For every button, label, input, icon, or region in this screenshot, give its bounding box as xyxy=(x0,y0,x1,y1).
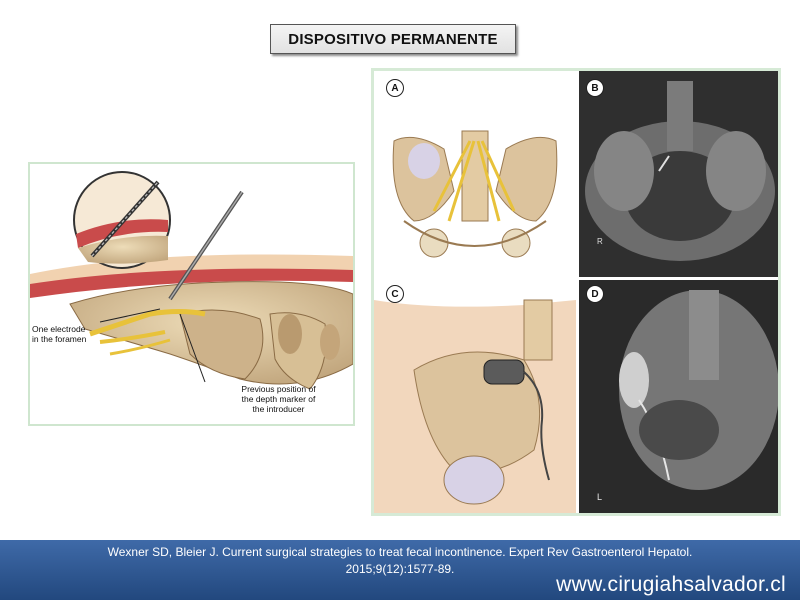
panel-b-xray: R xyxy=(579,71,778,277)
citation: Wexner SD, Bleier J. Current surgical st… xyxy=(0,544,800,578)
xray-d-image xyxy=(579,280,778,513)
implant-figure-panels: R L A B C D xyxy=(371,68,781,516)
xray-d-side-marker: L xyxy=(597,492,603,502)
xray-b-side-marker: R xyxy=(597,237,603,246)
electrode-annotation: One electrode in the foramen xyxy=(32,324,87,344)
website-link[interactable]: www.cirugiahsalvador.cl xyxy=(556,573,786,596)
panel-a-pelvis-illustration xyxy=(374,71,576,277)
depth-marker-annotation: Previous position of the depth marker of… xyxy=(241,384,316,414)
panel-d-label: D xyxy=(586,285,604,303)
slide-title: DISPOSITIVO PERMANENTE xyxy=(270,24,516,54)
citation-line-2: 2015;9(12):1577-89. xyxy=(345,562,455,576)
pelvis-front-drawing xyxy=(392,130,558,258)
footer-bar: Wexner SD, Bleier J. Current surgical st… xyxy=(0,540,800,600)
panel-c-label: C xyxy=(386,285,404,303)
sacrum-cross-section-drawing xyxy=(30,171,353,390)
panel-d-xray: L xyxy=(579,280,778,513)
xray-b-image xyxy=(579,71,778,277)
panel-a-label: A xyxy=(386,79,404,97)
citation-line-1: Wexner SD, Bleier J. Current surgical st… xyxy=(107,545,693,559)
slide-title-text: DISPOSITIVO PERMANENTE xyxy=(288,30,498,48)
panel-c-implant-illustration xyxy=(374,280,576,513)
electrode-placement-illustration: One electrode in the foramen Previous po… xyxy=(28,162,355,426)
panel-b-label: B xyxy=(586,79,604,97)
lateral-implant-drawing xyxy=(374,299,576,513)
